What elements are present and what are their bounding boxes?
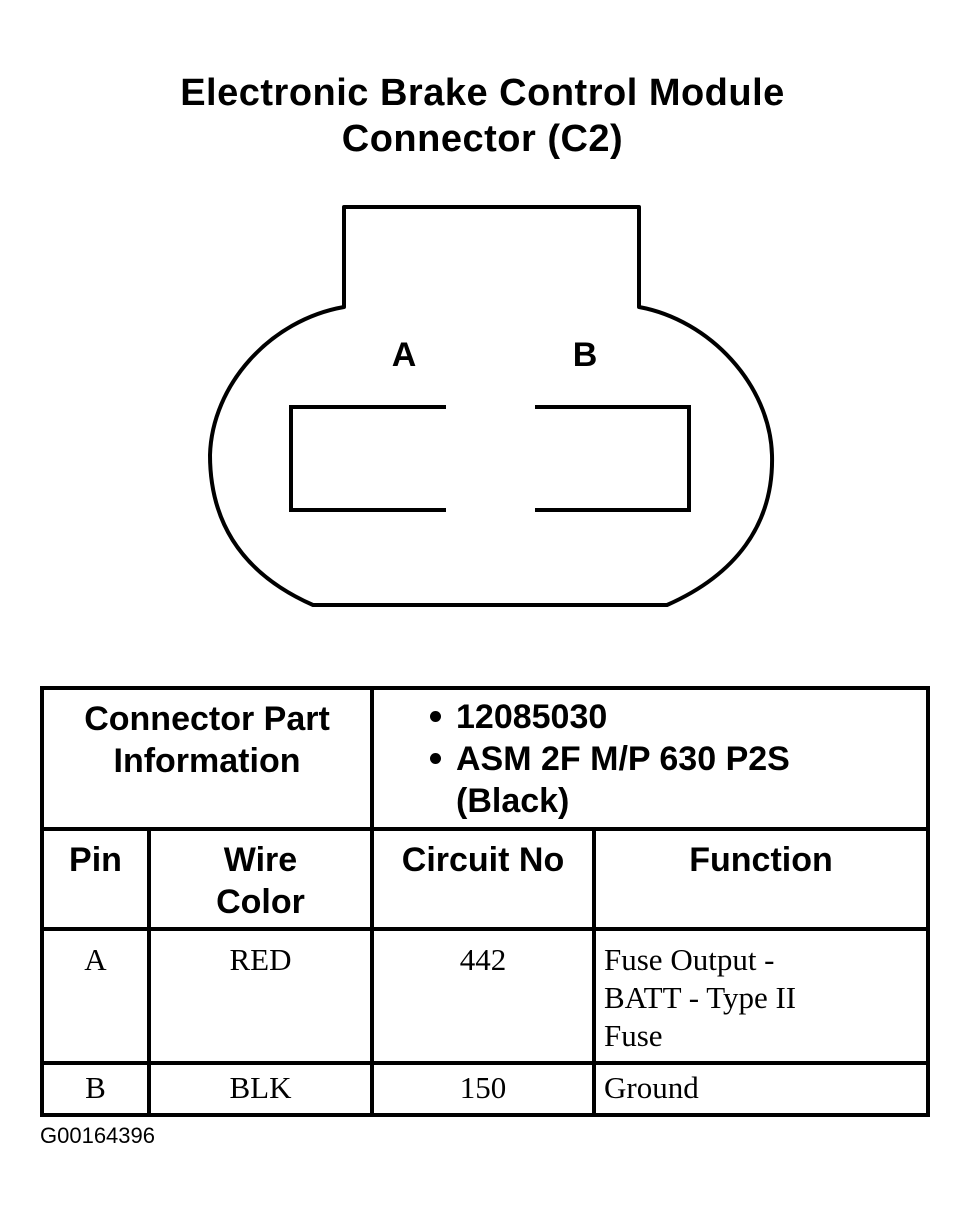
pin-a-label: A [392,336,417,374]
table-row: B BLK 150 Ground [40,1061,930,1117]
function-line: Fuse [604,1018,663,1053]
part-info-row: Connector Part Information 12085030 ASM … [40,686,930,831]
pin-b-terminal-cavity [535,405,691,512]
pin-b-label: B [573,336,598,374]
function-cell: Fuse Output - BATT - Type II Fuse [592,927,930,1065]
header-wire-line-2: Color [216,883,305,921]
pin-cell: A [40,927,151,1065]
function-line: Ground [604,1070,699,1105]
header-function: Function [592,827,930,931]
part-info-label-line-1: Connector Part [84,700,330,738]
function-line: BATT - Type II [604,980,797,1015]
function-cell: Ground [592,1061,930,1117]
figure-code: G00164396 [40,1123,155,1148]
header-wire-color: Wire Color [147,827,374,931]
table-row: A RED 442 Fuse Output - BATT - Type II F… [40,927,930,1065]
table-header-row: Pin Wire Color Circuit No Function [40,827,930,931]
diagram-title-line-2: Connector (C2) [341,118,624,160]
header-wire-line-1: Wire [223,841,298,879]
wire-color-cell: BLK [147,1061,374,1117]
part-info-values: 12085030 ASM 2F M/P 630 P2S (Black) [370,686,930,831]
pin-a-terminal-cavity [289,405,446,512]
wire-color-cell: RED [147,927,374,1065]
circuit-cell: 442 [370,927,596,1065]
pin-cell: B [40,1061,151,1117]
part-info-label: Connector Part Information [40,686,374,831]
function-line: Fuse Output - [604,942,775,977]
header-pin: Pin [40,827,151,931]
part-number: 12085030 [426,696,926,738]
part-color: (Black) [456,782,570,820]
part-info-label-line-2: Information [113,742,301,780]
connector-pinout-table: Connector Part Information 12085030 ASM … [40,686,930,1117]
part-description: ASM 2F M/P 630 P2S [426,738,926,780]
connector-face-drawing: A B [208,205,775,607]
circuit-cell: 150 [370,1061,596,1117]
diagram-title-line-1: Electronic Brake Control Module [180,72,785,114]
connector-housing-outline [208,205,775,607]
header-circuit-no: Circuit No [370,827,596,931]
